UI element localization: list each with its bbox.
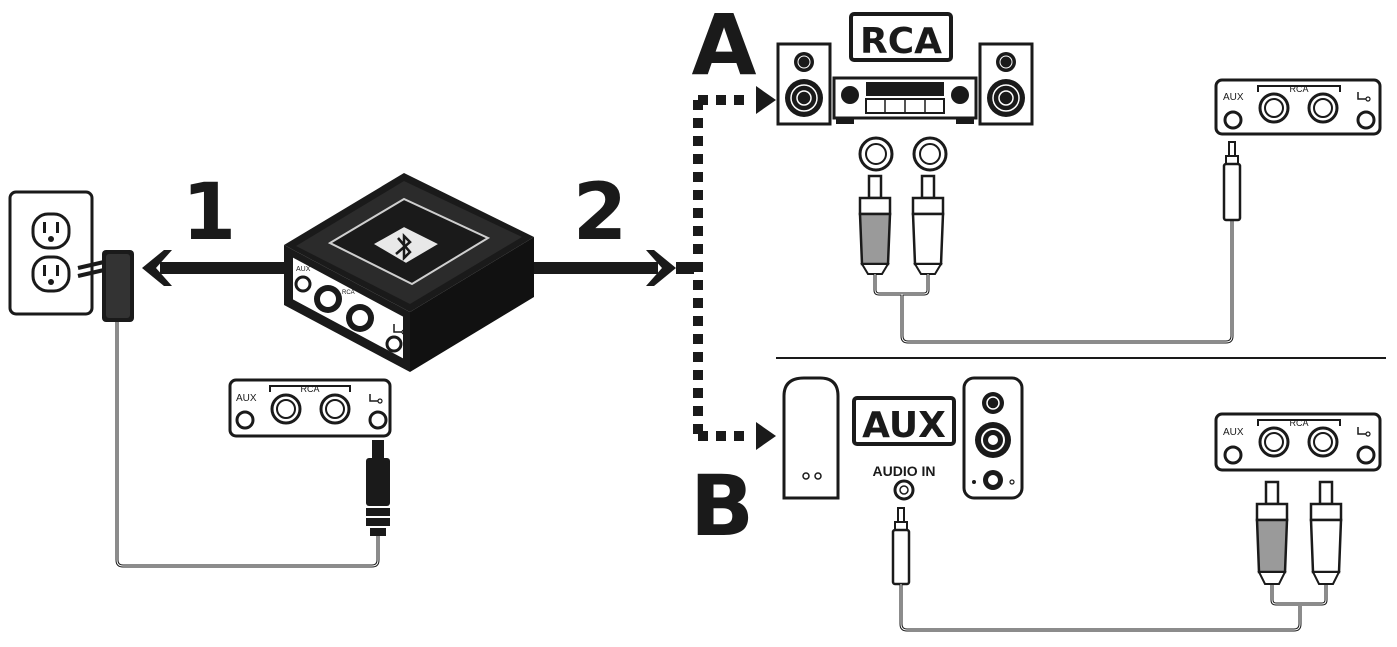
- panel-rca-label: RCA: [300, 384, 319, 394]
- svg-text:AUX: AUX: [1223, 92, 1244, 103]
- port-panel-a: AUX RCA: [1214, 78, 1382, 136]
- panel-b-power-icon: [1357, 427, 1371, 437]
- device-power-port: [385, 335, 403, 353]
- power-adapter: [77, 250, 134, 322]
- step-1-label: 1: [182, 168, 236, 258]
- dashed-branch: [693, 86, 776, 450]
- svg-text:AUX: AUX: [1223, 427, 1244, 438]
- stereo-speaker-left: [776, 42, 832, 126]
- aux-plug-a: [1222, 141, 1242, 222]
- svg-text:RCA: RCA: [1289, 418, 1308, 428]
- svg-text:RCA: RCA: [1289, 84, 1308, 94]
- bluetooth-icon: [395, 232, 412, 262]
- aux-plug-b: [891, 507, 911, 586]
- device-aux-port: [294, 275, 312, 293]
- rca-label-box: RCA: [849, 12, 953, 62]
- arrow-step-2: [534, 250, 694, 286]
- step-2-label: 2: [573, 168, 627, 258]
- device-power-icon: [393, 324, 407, 335]
- rca-plugs-a: [858, 174, 945, 275]
- wall-outlet: [8, 190, 94, 316]
- arrow-step-1: [142, 250, 286, 286]
- svg-text:RCA: RCA: [860, 21, 942, 62]
- device-rca-label: RCA: [342, 290, 355, 296]
- panel-power-icon: [369, 394, 383, 404]
- dc-plug: [366, 440, 390, 536]
- port-panel-power: AUX RCA: [228, 378, 392, 438]
- port-panel-b: AUX RCA: [1214, 412, 1382, 472]
- bluetooth-receiver: AUX RCA: [284, 173, 534, 372]
- stereo-receiver: [832, 76, 978, 124]
- rca-plugs-b: [1255, 480, 1343, 585]
- power-cable: [115, 322, 380, 568]
- svg-text:AUX: AUX: [862, 405, 946, 446]
- cable-b: [899, 584, 1328, 632]
- device-aux-label: AUX: [296, 266, 311, 273]
- audio-in-label: AUDIO IN: [873, 463, 936, 479]
- stereo-speaker-right: [978, 42, 1034, 126]
- panel-aux-label: AUX: [236, 393, 257, 404]
- option-b-label: B: [690, 457, 754, 555]
- receiver-rca-jacks: [858, 136, 948, 172]
- option-a-label: A: [691, 0, 756, 94]
- aux-label-box: AUX: [852, 396, 956, 446]
- portable-speaker: [782, 376, 840, 500]
- panel-a-power-icon: [1357, 92, 1371, 102]
- desktop-speaker: [962, 376, 1024, 500]
